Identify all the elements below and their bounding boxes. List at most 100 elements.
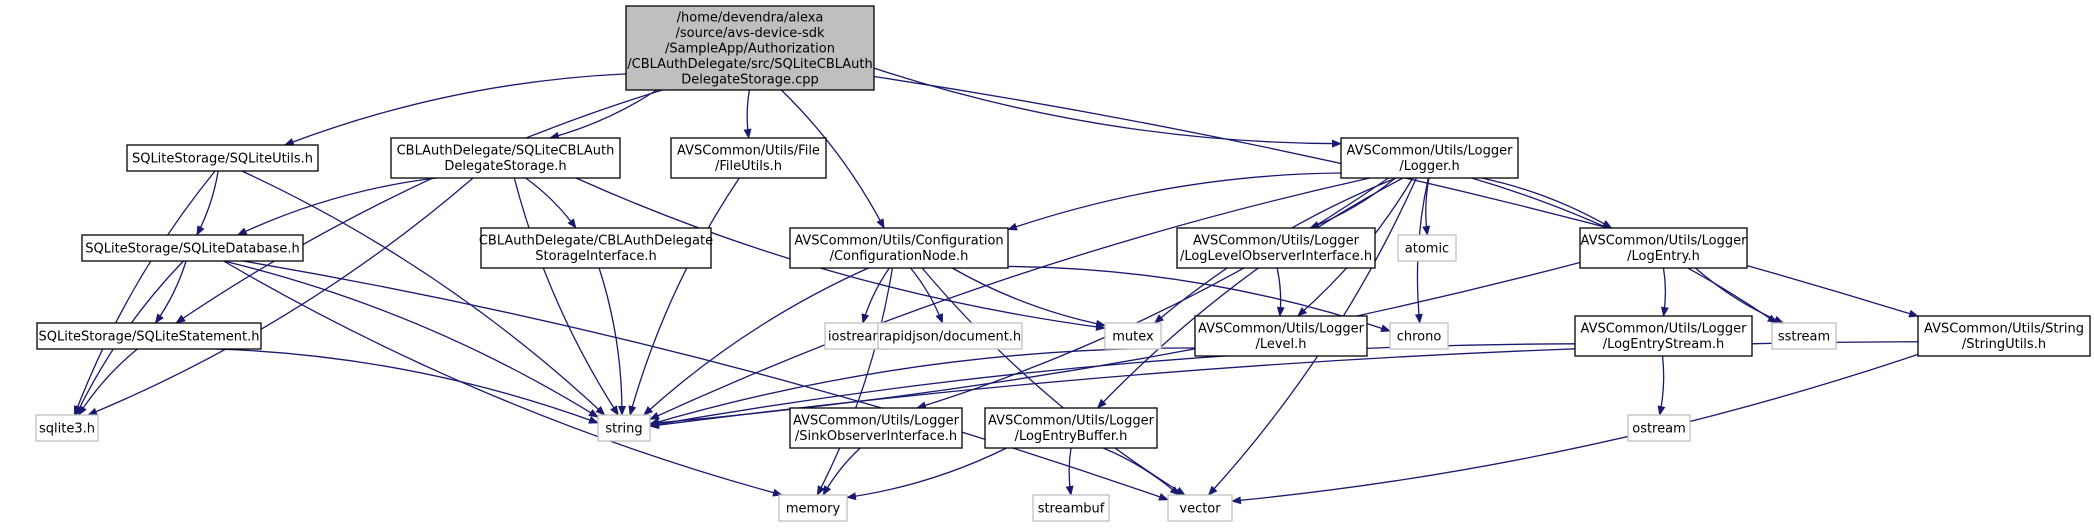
node-mutex-box — [1104, 322, 1162, 350]
node-rapidjson-box — [877, 322, 1023, 350]
edge-sqlitedb-to-sqlitestmt — [154, 260, 187, 324]
node-sstream-label-line: sstream — [1778, 329, 1830, 344]
edge-logentrystream-to-ostream — [1657, 355, 1666, 416]
node-root[interactable]: /home/devendra/alexa/source/avs-device-s… — [625, 5, 875, 91]
node-logger-label-line: AVSCommon/Utils/Logger — [1347, 144, 1514, 159]
node-logentrystream[interactable]: AVSCommon/Utils/Logger/LogEntryStream.h — [1574, 315, 1753, 357]
edge-logger-to-string — [649, 177, 1370, 420]
node-logentrystream-label-line: AVSCommon/Utils/Logger — [1581, 322, 1748, 337]
edge-logger-to-logentry — [1481, 177, 1613, 229]
node-level[interactable]: AVSCommon/Utils/Logger/Level.h — [1194, 315, 1368, 357]
node-memory-box — [778, 494, 848, 522]
edge-sinkobs-to-memory — [822, 447, 861, 496]
node-root-label-line: /source/avs-device-sdk — [676, 26, 825, 41]
node-stringutils-label-line: AVSCommon/Utils/String — [1924, 322, 2084, 337]
node-sinkobs[interactable]: AVSCommon/Utils/Logger/SinkObserverInter… — [789, 407, 963, 449]
node-root-label-line: /SampleApp/Authorization — [665, 41, 835, 56]
node-string-box — [597, 414, 651, 442]
edge-cblstorage-to-sqlitedb — [236, 177, 437, 236]
edge-logger-to-atomic — [1422, 177, 1431, 236]
node-logger[interactable]: AVSCommon/Utils/Logger/Logger.h — [1340, 137, 1519, 179]
node-mutex-label-line: mutex — [1112, 329, 1154, 344]
edge-root-to-fileutils — [743, 89, 752, 139]
node-level-label-line: AVSCommon/Utils/Logger — [1198, 322, 1365, 337]
node-vector: vector — [1167, 494, 1233, 522]
node-vector-label-line: vector — [1179, 501, 1221, 516]
node-cblstorage[interactable]: CBLAuthDelegate/SQLiteCBLAuthDelegateSto… — [390, 137, 621, 179]
node-sqlite3-box — [35, 414, 99, 442]
node-root-box — [625, 5, 875, 91]
edge-confignode-to-mutex — [951, 267, 1106, 328]
edge-fileutils-to-string — [628, 177, 740, 416]
edge-root-to-sqliteutils — [283, 73, 627, 146]
edge-sqlitedb-to-vector — [242, 260, 1169, 501]
edge-logentry-to-logentrystream — [1660, 267, 1669, 317]
edge-sqlitestmt-to-sqlite3 — [78, 348, 138, 416]
node-stringutils-label-line: /StringUtils.h — [1962, 337, 2046, 352]
node-confignode[interactable]: AVSCommon/Utils/Configuration/Configurat… — [789, 227, 1009, 269]
edge-cblstorage-to-cblinterface — [525, 177, 577, 229]
node-cblinterface-label-line: CBLAuthDelegate/CBLAuthDelegate — [479, 234, 713, 249]
edges-layer — [73, 67, 1919, 505]
node-loglevelobs[interactable]: AVSCommon/Utils/Logger/LogLevelObserverI… — [1176, 227, 1376, 269]
node-streambuf: streambuf — [1032, 494, 1110, 522]
edge-confignode-to-rapidjson — [910, 267, 944, 324]
node-stringutils[interactable]: AVSCommon/Utils/String/StringUtils.h — [1917, 315, 2091, 357]
node-logentrybuffer-box — [984, 407, 1158, 449]
node-sqlitedb-box — [81, 234, 304, 262]
node-fileutils[interactable]: AVSCommon/Utils/File/FileUtils.h — [670, 137, 827, 179]
node-logentrystream-label-line: /LogEntryStream.h — [1603, 337, 1725, 352]
node-ostream: ostream — [1627, 414, 1691, 442]
node-cblstorage-label-line: CBLAuthDelegate/SQLiteCBLAuth — [397, 144, 615, 159]
node-fileutils-label-line: AVSCommon/Utils/File — [677, 144, 820, 159]
node-sstream-box — [1771, 322, 1837, 350]
edge-root-to-sqlitestmt — [175, 89, 663, 324]
node-chrono-label-line: chrono — [1397, 329, 1442, 344]
node-sqlitedb[interactable]: SQLiteStorage/SQLiteDatabase.h — [81, 234, 304, 262]
node-atomic: atomic — [1397, 234, 1457, 262]
node-fileutils-box — [670, 137, 827, 179]
node-string: string — [597, 414, 651, 442]
node-logentry-box — [1579, 227, 1748, 269]
node-loglevelobs-box — [1176, 227, 1376, 269]
node-confignode-label-line: /ConfigurationNode.h — [830, 249, 969, 264]
node-cblinterface[interactable]: CBLAuthDelegate/CBLAuthDelegateStorageIn… — [479, 227, 713, 269]
node-sqliteutils[interactable]: SQLiteStorage/SQLiteUtils.h — [126, 144, 319, 172]
node-fileutils-label-line: /FileUtils.h — [715, 159, 782, 174]
edge-logentrybuffer-to-memory — [846, 447, 1007, 501]
nodes-layer: /home/devendra/alexa/source/avs-device-s… — [35, 5, 2091, 522]
node-level-box — [1194, 315, 1368, 357]
node-logentry-label-line: /LogEntry.h — [1627, 249, 1700, 264]
edge-sqliteutils-to-sqlite3 — [73, 170, 216, 416]
edge-sqlitestmt-to-string — [216, 348, 599, 424]
node-logentrybuffer[interactable]: AVSCommon/Utils/Logger/LogEntryBuffer.h — [984, 407, 1158, 449]
edge-logger-to-logentrybuffer — [1096, 177, 1404, 409]
node-memory-label-line: memory — [786, 501, 841, 516]
node-ostream-label-line: ostream — [1632, 421, 1686, 436]
node-logentry[interactable]: AVSCommon/Utils/Logger/LogEntry.h — [1579, 227, 1748, 269]
edge-logger-to-confignode — [1007, 172, 1342, 231]
node-root-label-line: /CBLAuthDelegate/src/SQLiteCBLAuth — [627, 57, 873, 72]
node-logentrystream-box — [1574, 315, 1753, 357]
node-confignode-box — [789, 227, 1009, 269]
node-sstream: sstream — [1771, 322, 1837, 350]
node-iostream-label-line: iostream — [828, 329, 885, 344]
node-sinkobs-label-line: AVSCommon/Utils/Logger — [793, 414, 960, 429]
edge-logentry-to-sstream — [1695, 267, 1785, 324]
node-loglevelobs-label-line: /LogLevelObserverInterface.h — [1180, 249, 1372, 264]
edge-root-to-logger — [873, 67, 1342, 148]
node-rapidjson: rapidjson/document.h — [877, 322, 1023, 350]
node-logger-box — [1340, 137, 1519, 179]
node-mutex: mutex — [1104, 322, 1162, 350]
node-sqliteutils-box — [126, 144, 319, 172]
node-sqlitestmt[interactable]: SQLiteStorage/SQLiteStatement.h — [36, 322, 262, 350]
edge-cblinterface-to-string — [598, 267, 627, 416]
edge-root-to-stringutils — [873, 75, 1919, 318]
node-string-label-line: string — [605, 421, 642, 436]
node-cblstorage-label-line: DelegateStorage.h — [444, 159, 566, 174]
edge-cblstorage-to-sqlite3 — [87, 177, 474, 416]
edge-logentrybuffer-to-vector — [1102, 447, 1180, 496]
node-sqlite3: sqlite3.h — [35, 414, 99, 442]
node-root-label-line: /home/devendra/alexa — [677, 10, 824, 25]
edge-confignode-to-iostream — [861, 267, 890, 324]
